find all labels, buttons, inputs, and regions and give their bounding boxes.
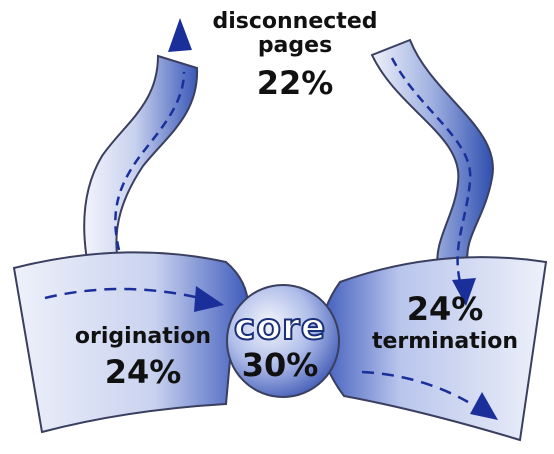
origination-text: origination	[74, 324, 212, 349]
core-percent: 30%	[241, 346, 319, 384]
core-text: core	[233, 307, 327, 348]
termination-arrowhead	[470, 392, 498, 420]
origination-arrowhead	[194, 286, 224, 312]
disconnected-arrowhead	[168, 18, 192, 52]
left-tube	[83, 54, 199, 264]
disconnected-text: disconnected	[212, 9, 378, 34]
core-circle	[226, 284, 340, 398]
termination-text: termination	[371, 329, 519, 354]
right-tube-flow	[390, 57, 472, 283]
termination-percent: 24%	[406, 290, 484, 328]
termination-label: 24% termination	[360, 292, 530, 354]
right-tube-arrowhead	[452, 278, 476, 306]
origination-percent: 24%	[104, 353, 182, 391]
core-label: core 30%	[225, 307, 335, 384]
pages-text: pages	[257, 33, 333, 58]
origination-label: origination 24%	[58, 324, 228, 391]
disconnected-percent: 22%	[256, 64, 334, 102]
disconnected-pages-label: disconnected pages 22%	[195, 9, 395, 102]
left-tube-flow	[114, 71, 186, 251]
